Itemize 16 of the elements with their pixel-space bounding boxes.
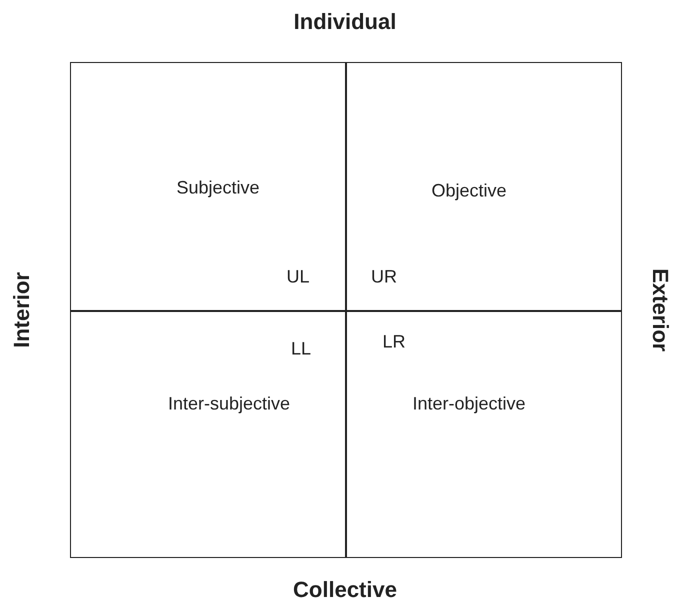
quadrant-label: Inter-objective [412, 394, 526, 414]
quadrant-panel [345, 62, 622, 312]
quadrant-label: UR [371, 266, 397, 288]
quadrant-label: Inter-subjective [168, 394, 290, 414]
axis-label: Collective [293, 577, 397, 603]
quadrant-label: LR [382, 332, 406, 352]
quadrant-label: Subjective [176, 178, 260, 198]
axis-label: Individual [294, 9, 396, 35]
quadrant-panel [345, 310, 622, 558]
quadrant-label: Objective [431, 180, 507, 202]
quadrant-panel [70, 62, 347, 312]
quadrant-panel [70, 310, 347, 558]
axis-label: Interior [9, 272, 35, 348]
quadrant-label: LL [290, 338, 312, 360]
axis-label: Exterior [647, 268, 673, 352]
quadrant-label: UL [286, 266, 310, 288]
